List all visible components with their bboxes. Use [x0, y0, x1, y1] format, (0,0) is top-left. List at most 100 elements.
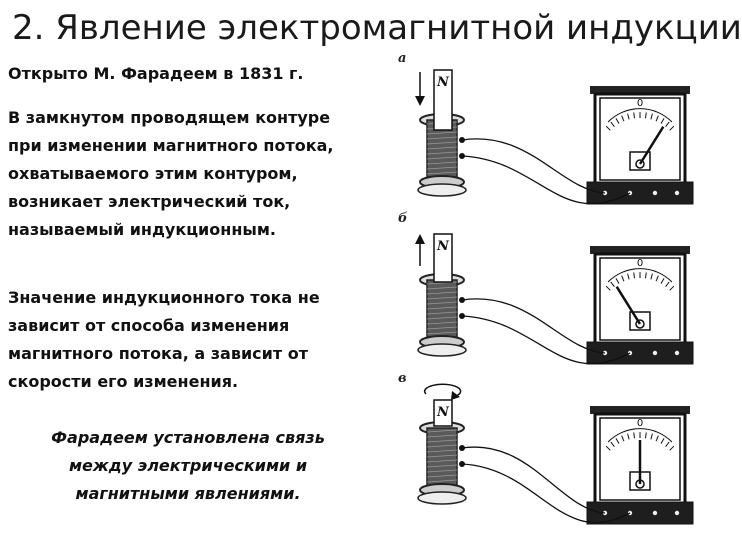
coil-base: [417, 343, 467, 357]
coil-base: [417, 491, 467, 505]
coil-turn: [426, 291, 458, 295]
meter-tick: [605, 445, 611, 451]
definition-line: называемый индукционным.: [8, 220, 276, 239]
coil-turn: [426, 444, 458, 448]
coil-turn: [426, 161, 458, 165]
meter-top-cap: [590, 86, 690, 94]
coil-turn: [426, 326, 458, 330]
meter-tick: [621, 275, 625, 282]
meter-base: [586, 181, 694, 205]
definition-line: возникает электрический ток,: [8, 192, 291, 211]
coil-turn: [426, 166, 458, 170]
base-dot: [652, 350, 658, 356]
connecting-wire: [461, 463, 631, 524]
coil-turn: [426, 439, 458, 443]
coil-turn: [426, 331, 458, 335]
experiment-panel: бN0: [398, 211, 694, 365]
coil-turn: [426, 286, 458, 290]
meter-tick: [644, 432, 647, 439]
base-dot: [674, 350, 680, 356]
meter-zero-label: 0: [637, 98, 643, 109]
coil-turn: [426, 459, 458, 463]
coil-turn: [426, 479, 458, 483]
motion-arrow-down-icon: [415, 96, 425, 106]
magnitude-line: Значение индукционного тока не: [8, 288, 320, 307]
coil-turn: [426, 434, 458, 438]
bar-magnet: [433, 233, 453, 283]
meter-tick: [627, 113, 630, 120]
coil-turn: [426, 306, 458, 310]
meter-top-cap: [590, 246, 690, 254]
meter-tick: [669, 445, 675, 451]
meter-tick: [655, 435, 659, 442]
coil-turn: [426, 316, 458, 320]
meter-tick: [610, 121, 615, 127]
panel-letter: а: [398, 51, 406, 66]
meter-scale-arc: [607, 428, 673, 443]
base-dot: [652, 510, 658, 516]
panel-letter: в: [398, 371, 407, 386]
coil-turn: [426, 141, 458, 145]
coil-turn: [426, 429, 458, 433]
magnitude-line: скорости его изменения.: [8, 372, 239, 391]
coil-turn: [426, 454, 458, 458]
definition-line: В замкнутом проводящем контуре: [8, 108, 331, 127]
meter-tick: [660, 278, 665, 284]
meter-tick: [665, 281, 670, 287]
rotation-arrow-icon: [451, 391, 460, 400]
coil-turn: [426, 474, 458, 478]
meter-tick: [621, 435, 625, 442]
magnitude-line: магнитного потока, а зависит от: [8, 344, 308, 363]
discovery-note: Открыто М. Фарадеем в 1831 г.: [8, 64, 304, 83]
coil-turn: [426, 469, 458, 473]
experiment-panel: вN0: [398, 371, 694, 525]
meter-needle: [615, 286, 642, 325]
conclusion-line: магнитными явлениями.: [75, 484, 301, 503]
meter-tick: [650, 113, 653, 120]
meter-tick: [644, 112, 647, 119]
connecting-wire: [461, 138, 606, 194]
meter-zero-label: 0: [637, 258, 643, 269]
magnet-pole-label: N: [436, 239, 450, 254]
coil-turn: [426, 296, 458, 300]
meter-tick: [627, 433, 630, 440]
meter-inner-frame: [599, 417, 681, 501]
meter-tick: [605, 285, 611, 291]
current-magnitude-paragraph: Значение индукционного тока не зависит о…: [8, 284, 383, 396]
coil-turn: [426, 146, 458, 150]
meter-tick: [650, 433, 653, 440]
coil-turn: [426, 311, 458, 315]
meter-tick: [655, 275, 659, 282]
meter-scale-arc: [607, 268, 673, 283]
meter-tick: [615, 278, 620, 284]
meter-tick: [610, 441, 615, 447]
connecting-wire: [461, 298, 606, 354]
bar-magnet: [433, 399, 453, 427]
experiment-panel: аN 0: [398, 51, 694, 205]
meter-tick: [669, 125, 675, 131]
meter-tick: [615, 438, 620, 444]
meter-tick: [665, 121, 670, 127]
magnet-pole-label: N: [436, 75, 450, 90]
conclusion-line: Фарадеем установлена связь: [51, 428, 325, 447]
base-dot: [652, 190, 658, 196]
rotation-arc: [423, 383, 462, 397]
meter-tick: [644, 272, 647, 279]
definition-line: при изменении магнитного потока,: [8, 136, 334, 155]
meter-tick: [650, 273, 653, 280]
connecting-wire: [461, 155, 631, 205]
meter-tick: [621, 115, 625, 122]
meter-tick: [655, 115, 659, 122]
meter-tick: [665, 441, 670, 447]
meter-inner-frame: [599, 257, 681, 341]
meter-tick: [669, 285, 675, 291]
coil-turn: [426, 449, 458, 453]
coil-turn: [426, 321, 458, 325]
connecting-wire: [461, 446, 606, 514]
slide-title: 2. Явление электромагнитной индукции: [12, 8, 742, 48]
meter-base: [586, 501, 694, 525]
magnet-pole-label: N: [436, 405, 450, 420]
bar-magnet: [433, 69, 453, 131]
